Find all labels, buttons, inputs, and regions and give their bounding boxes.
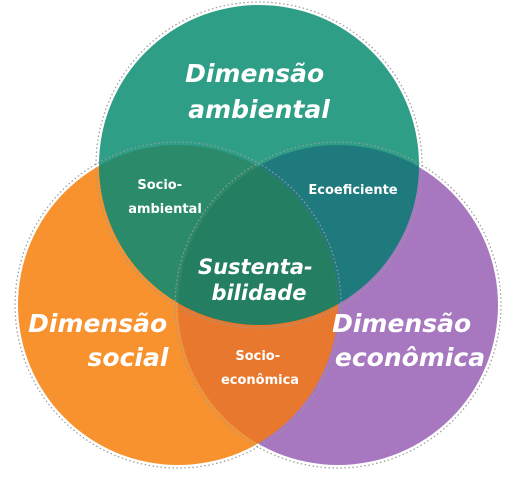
dotted-outlines [14, 1, 502, 469]
environmental-outline [95, 1, 423, 329]
economic-outline [174, 141, 502, 469]
socio-economic-label: Socio- econômica [221, 349, 299, 388]
socio-environmental-label: Socio- ambiental [128, 178, 202, 217]
social-outline [14, 141, 342, 469]
economic-label: Dimensão econômica [332, 309, 485, 372]
environmental-label: Dimensão ambiental [185, 59, 333, 124]
sustainability-overlap [178, 145, 338, 325]
sustainability-label: Sustenta- bilidade [198, 255, 320, 305]
eco-efficient-label: Ecoeficiente [308, 183, 397, 198]
social-label: Dimensão social [28, 309, 176, 372]
